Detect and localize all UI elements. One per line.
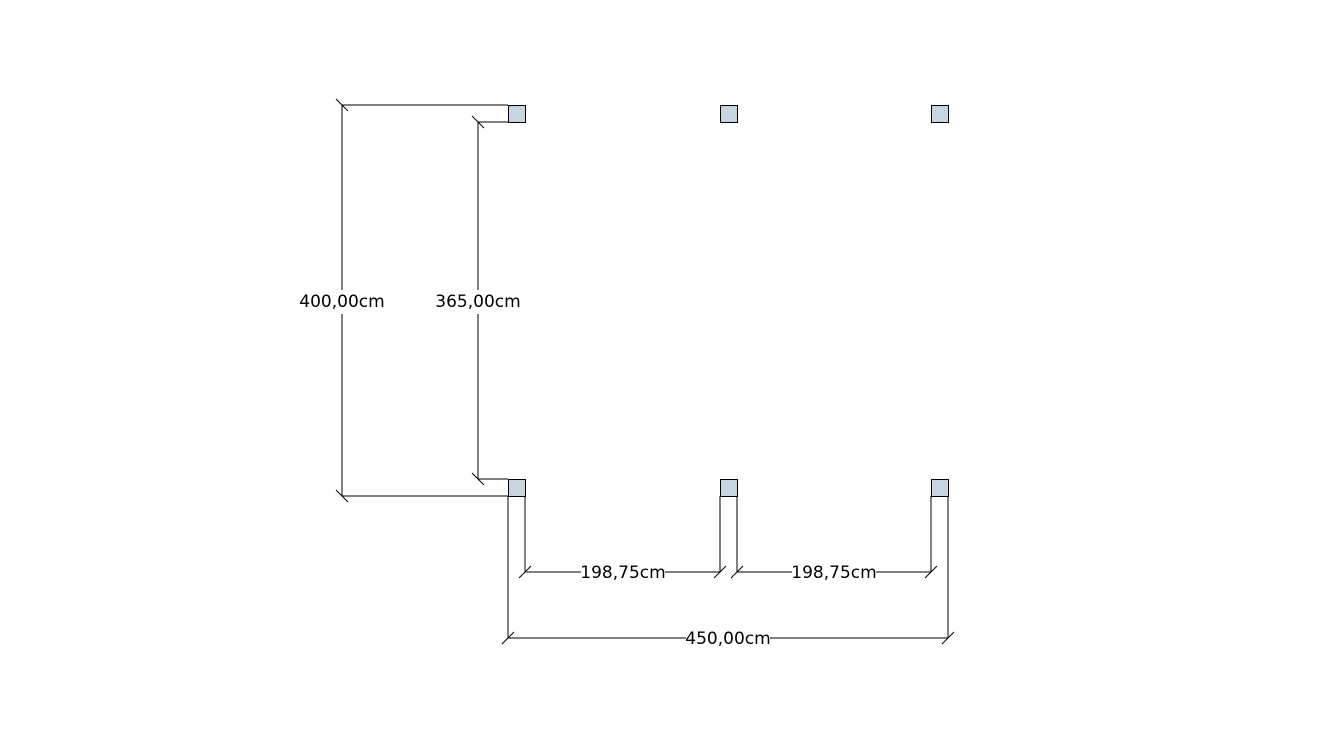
- dimension-outer-height: 400,00cm: [299, 98, 508, 503]
- dimension-label-span-left: 198,75cm: [580, 563, 665, 583]
- dimension-span-right: 198,75cm: [730, 496, 938, 583]
- dimension-total-width: 450,00cm: [501, 496, 955, 649]
- post-top-right: [931, 105, 949, 123]
- post-bottom-right: [931, 479, 949, 497]
- posts-top-row: [508, 105, 949, 123]
- post-top-left: [508, 105, 526, 123]
- dimension-label-outer-height: 400,00cm: [299, 292, 384, 312]
- dimension-span-left: 198,75cm: [518, 496, 727, 583]
- dimension-label-span-right: 198,75cm: [791, 563, 876, 583]
- post-top-middle: [720, 105, 738, 123]
- posts-bottom-row: [508, 479, 949, 497]
- post-bottom-middle: [720, 479, 738, 497]
- post-bottom-left: [508, 479, 526, 497]
- dimension-label-inner-height: 365,00cm: [435, 292, 520, 312]
- dimension-inner-height: 365,00cm: [435, 115, 521, 486]
- dimension-label-total-width: 450,00cm: [685, 629, 770, 649]
